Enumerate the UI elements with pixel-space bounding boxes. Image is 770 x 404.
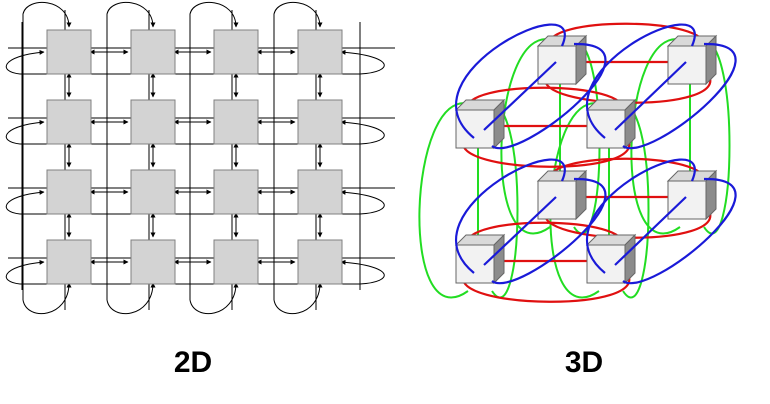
torus-2d-diagram <box>5 1 395 315</box>
torus-3d-diagram <box>418 22 737 303</box>
row-wraparound-link <box>5 189 385 215</box>
cube-front-face <box>667 45 707 85</box>
row-wraparound-link <box>5 259 385 285</box>
column-wraparound-link <box>189 1 239 300</box>
z-wraparound-link <box>586 158 696 274</box>
grid-node <box>46 239 92 285</box>
label-2d: 2D <box>174 346 212 379</box>
grid-node <box>130 169 176 215</box>
column-wraparound-link <box>106 1 156 300</box>
y-wraparound-link <box>418 102 471 299</box>
x-wraparound-link <box>462 137 631 168</box>
z-wraparound-link <box>455 23 566 139</box>
z-link <box>483 196 557 266</box>
y-wraparound-link <box>630 38 683 235</box>
cube-front-face <box>586 109 626 149</box>
column-wraparound-link <box>273 282 323 315</box>
grid-node <box>297 239 343 285</box>
label-3d: 3D <box>565 346 603 379</box>
column-wraparound-link <box>273 1 323 300</box>
z-wraparound-link <box>491 177 607 285</box>
grid-node <box>213 239 259 285</box>
cube-front-face <box>586 244 626 284</box>
grid-node <box>213 169 259 215</box>
column-wraparound-link <box>189 282 239 315</box>
z-link <box>614 61 687 131</box>
grid-node <box>130 239 176 285</box>
z-wraparound-link <box>586 23 696 139</box>
column-wraparound-link <box>22 282 72 315</box>
y-wraparound-link <box>500 38 553 235</box>
grid-node <box>46 99 92 145</box>
grid-node <box>297 99 343 145</box>
grid-node <box>130 29 176 75</box>
x-wraparound-link <box>462 272 631 303</box>
grid-node <box>130 99 176 145</box>
cube-front-face <box>537 180 577 220</box>
row-wraparound-link <box>5 119 385 145</box>
row-wraparound-link <box>5 49 385 75</box>
z-wraparound-link <box>622 42 737 150</box>
cube-front-face <box>455 109 495 149</box>
grid-node <box>297 29 343 75</box>
column-wraparound-link <box>106 282 156 315</box>
cube-front-face <box>667 180 707 220</box>
z-wraparound-link <box>622 177 737 285</box>
z-link <box>614 196 687 266</box>
grid-node <box>46 29 92 75</box>
cube-front-face <box>537 45 577 85</box>
grid-node <box>213 29 259 75</box>
z-wraparound-link <box>491 42 607 150</box>
z-link <box>483 61 557 131</box>
z-wraparound-link <box>455 158 566 274</box>
grid-node <box>46 169 92 215</box>
grid-node <box>297 169 343 215</box>
grid-node <box>213 99 259 145</box>
column-wraparound-link <box>22 1 72 300</box>
cube-front-face <box>455 244 495 284</box>
